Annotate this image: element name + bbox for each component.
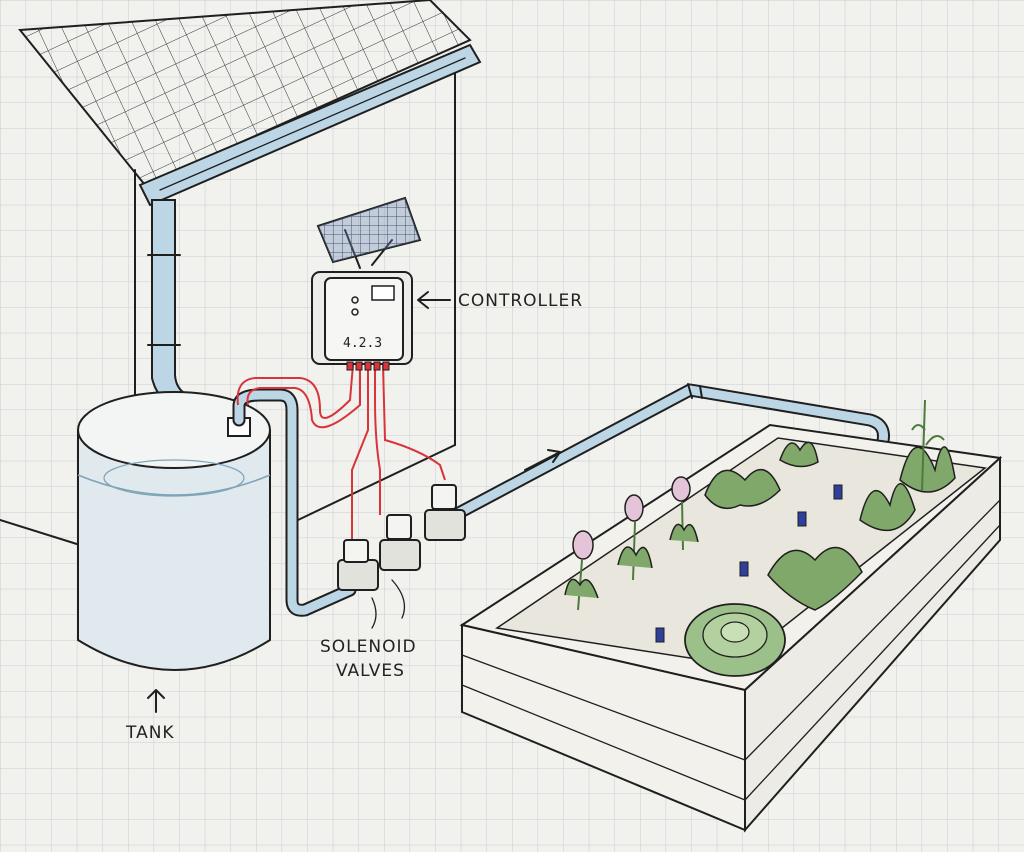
flow-arrow-icon bbox=[524, 449, 561, 471]
supply-pipe bbox=[232, 388, 357, 617]
solenoid-valve-2 bbox=[379, 514, 421, 571]
solenoid-label-line1: SOLENOID bbox=[320, 637, 417, 657]
roof bbox=[18, 0, 472, 187]
solenoid-valve-3 bbox=[424, 484, 466, 541]
leafy-plants bbox=[704, 441, 956, 611]
rain-tank bbox=[77, 391, 271, 671]
tulip-plants bbox=[564, 476, 699, 611]
controller-label: CONTROLLER bbox=[458, 291, 583, 311]
arrow-left-icon bbox=[417, 291, 451, 309]
drip-emitters bbox=[655, 484, 843, 643]
solenoid-valve-1 bbox=[337, 539, 379, 591]
solenoid-label-line2: VALVES bbox=[336, 661, 405, 681]
gutter bbox=[138, 43, 482, 207]
valve-bracket bbox=[371, 579, 406, 629]
lettuce-head bbox=[684, 603, 786, 677]
controller-unit: 4.2.3 bbox=[311, 196, 422, 371]
corn-stalks bbox=[911, 399, 945, 491]
arrow-up-icon bbox=[147, 689, 165, 713]
ground-line bbox=[0, 519, 81, 546]
controller-display: 4.2.3 bbox=[343, 336, 382, 351]
raised-bed bbox=[459, 423, 1003, 833]
tank-label: TANK bbox=[125, 723, 175, 743]
controller-wires bbox=[236, 364, 446, 545]
